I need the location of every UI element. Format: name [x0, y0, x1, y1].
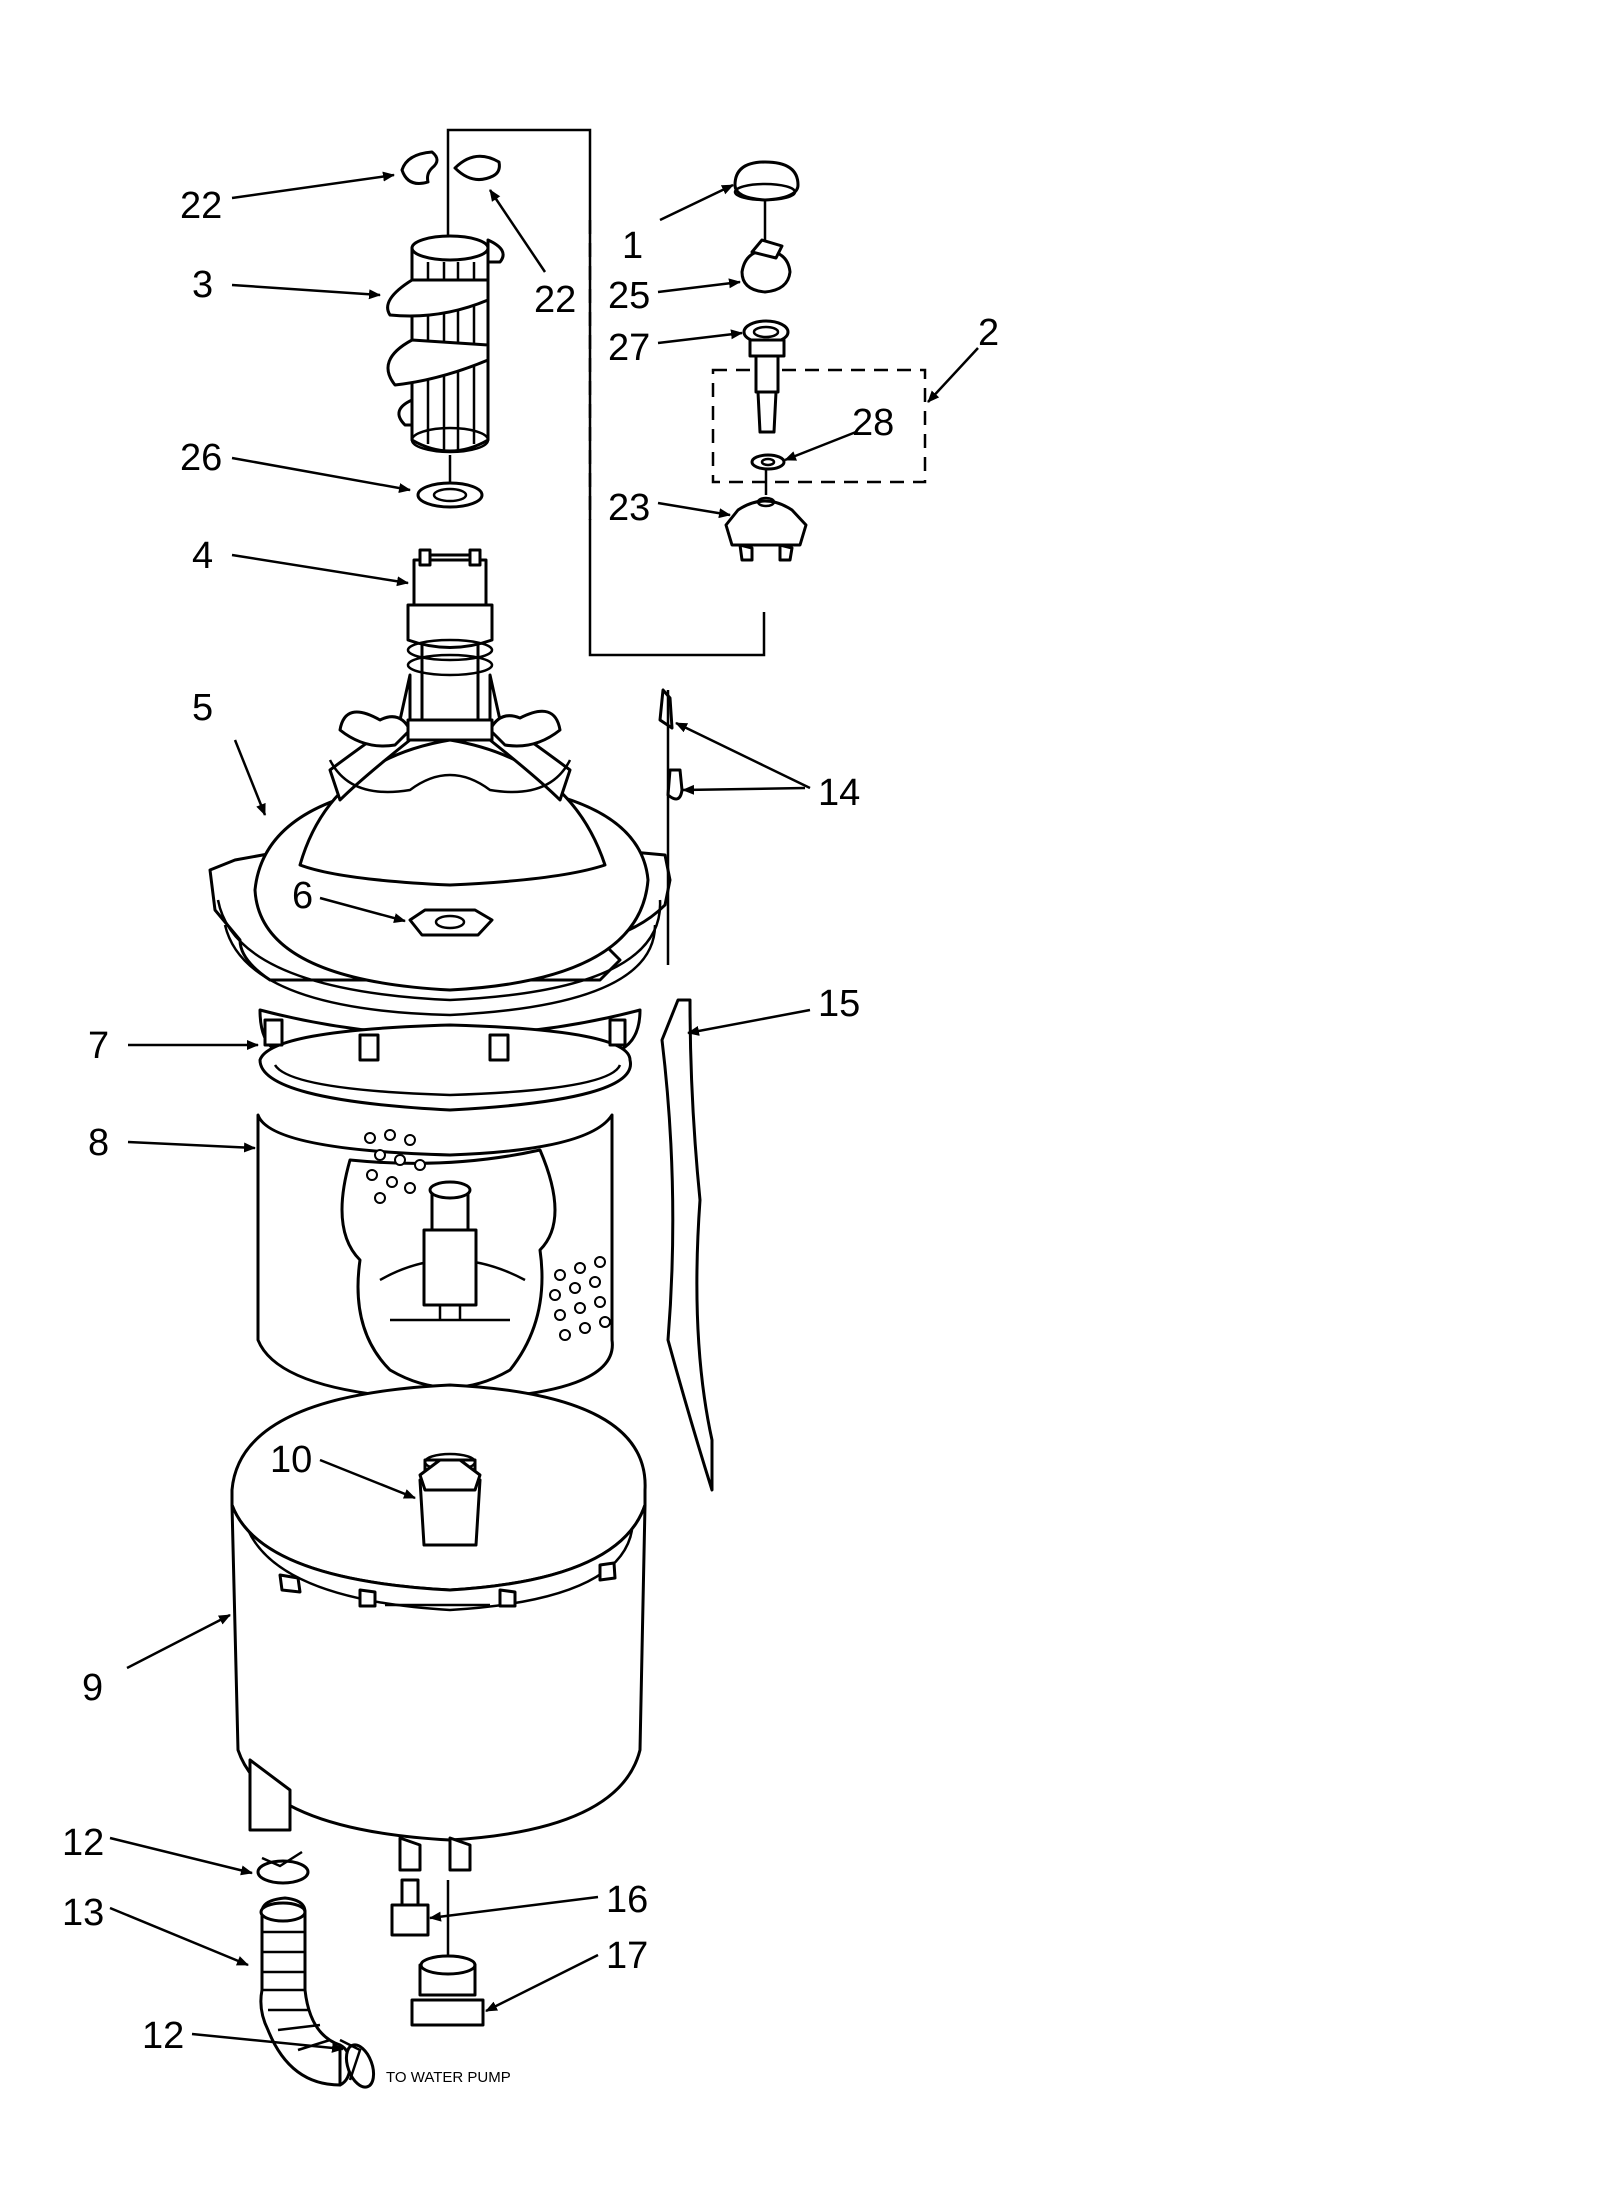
- part-22-cam-halves: [400, 150, 501, 185]
- assembly-bracket-line: [446, 128, 766, 657]
- callout-10: 10: [270, 1439, 312, 1481]
- callout-25: 25: [608, 275, 650, 317]
- part-12-hose-clamp-lower: [339, 2038, 376, 2089]
- callout-4: 4: [192, 535, 213, 577]
- part-23-agitator-cap-base: [724, 470, 808, 562]
- callout-16: 16: [606, 1879, 648, 1921]
- callout-27: 27: [608, 327, 650, 369]
- part-4-drive-tube: [406, 548, 494, 732]
- part-10-seal: [418, 1458, 482, 1492]
- part-15-strap: [660, 998, 714, 1492]
- part-5-tub-ring-assembly: [208, 673, 672, 1017]
- callout-labels: 1 2 3 4 5 6 7 8 9 10 12 13 12 14 15 16 1…: [62, 185, 999, 2086]
- callout-14: 14: [818, 772, 860, 814]
- callout-22-left: 22: [180, 185, 222, 227]
- callout-28: 28: [852, 402, 894, 444]
- callout-12-upper: 12: [62, 1822, 104, 1864]
- part-3-agitator-auger: [386, 234, 505, 454]
- part-28-bolt-washer: [748, 338, 786, 471]
- part-7-tub-ring: [258, 1008, 642, 1112]
- part-26-nut: [416, 455, 484, 509]
- part-12-hose-clamp-upper: [256, 1850, 310, 1885]
- callout-13: 13: [62, 1892, 104, 1934]
- part-6-hub-nut: [408, 908, 494, 937]
- callout-8: 8: [88, 1122, 109, 1164]
- callout-15: 15: [818, 983, 860, 1025]
- callout-9: 9: [82, 1667, 103, 1709]
- callout-1: 1: [622, 225, 643, 267]
- callout-23: 23: [608, 487, 650, 529]
- part-16-screw: [390, 1878, 430, 1937]
- callout-17: 17: [606, 1935, 648, 1977]
- callout-12-lower: 12: [142, 2015, 184, 2057]
- callout-26: 26: [180, 437, 222, 479]
- part-13-drain-hose: [259, 1896, 352, 2087]
- to-water-pump-note: TO WATER PUMP: [386, 2069, 511, 2086]
- part-14-clips: [658, 688, 684, 965]
- callout-2: 2: [978, 312, 999, 354]
- part-2-kit-box: [711, 368, 927, 484]
- part-8-spin-basket: [256, 1113, 614, 1402]
- callout-6: 6: [292, 875, 313, 917]
- callout-7: 7: [88, 1025, 109, 1067]
- callout-3: 3: [192, 264, 213, 306]
- basket-perforations: [364, 1129, 611, 1341]
- leader-arrows: [109, 171, 979, 2053]
- part-25-cam: [740, 238, 792, 294]
- part-1-cap: [733, 160, 800, 240]
- part-9-outer-tub: [230, 1383, 647, 1872]
- part-17-nut: [410, 1880, 485, 2027]
- callout-5: 5: [192, 687, 213, 729]
- callout-22-right: 22: [534, 279, 576, 321]
